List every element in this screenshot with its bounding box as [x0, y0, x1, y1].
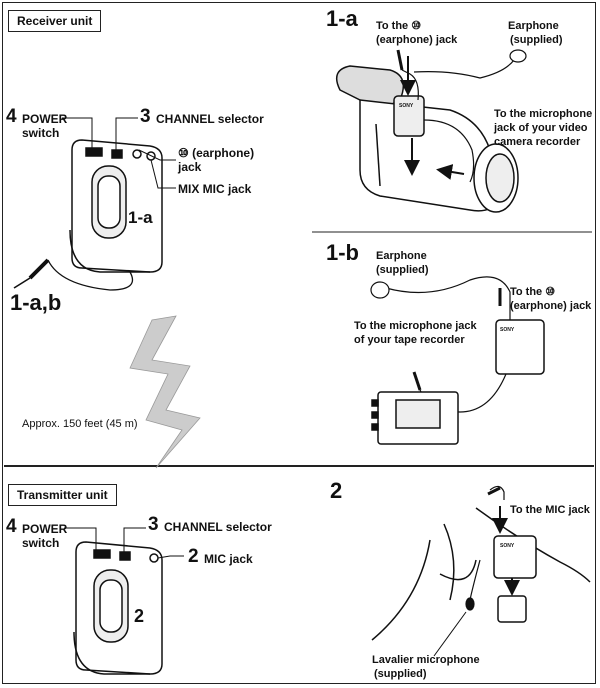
tx-channel-number: 3: [148, 514, 159, 535]
panel-1a-earphone: Earphone: [508, 20, 559, 32]
tx-mic-label: MIC jack: [204, 552, 253, 566]
transmitter-small-drawing: [493, 535, 537, 623]
panel-1b-to-earphone: To the ⑩: [510, 286, 556, 298]
panel-1a-to-earphone: To the ⑩: [376, 20, 422, 32]
panel-1b-to-earphone-2: (earphone) jack: [510, 300, 592, 312]
plug-step-tag: 1-a,b: [10, 290, 62, 315]
panel-1b-earphone-2: (supplied): [376, 264, 429, 276]
distance-label: Approx. 150 feet (45 m): [22, 418, 138, 430]
panel-1a-mic-jack-2: jack of your video: [494, 122, 588, 134]
panel-1b-earphone: Earphone: [376, 250, 427, 262]
radio-signal-icon: [129, 315, 201, 469]
person-drawing: [371, 507, 591, 641]
receiver-unit-drawing: [69, 139, 163, 273]
earphone-jack-label: ⑩ (earphone): [178, 146, 255, 160]
receiver-small-drawing: [495, 319, 545, 375]
channel-number: 3: [140, 106, 151, 127]
mix-mic-label: MIX MIC jack: [178, 182, 252, 196]
panel-1a-heading: 1-a: [326, 6, 358, 31]
tx-power-label-2: switch: [22, 536, 60, 550]
receiver-unit-label: Receiver unit: [8, 10, 102, 32]
earphone-jack-label-2: jack: [178, 160, 202, 174]
panel-2-brand-logo: SONY: [500, 543, 515, 549]
power-label-2: switch: [22, 126, 60, 140]
panel-2-lavalier-2: (supplied): [374, 668, 427, 680]
tx-power-label: POWER: [22, 522, 68, 536]
transmitter-unit-label: Transmitter unit: [8, 484, 117, 506]
video-camera-drawing: [335, 65, 519, 213]
panel-1a-brand-logo: SONY: [399, 103, 414, 109]
panel-1a-earphone-2: (supplied): [510, 34, 563, 46]
tx-power-number: 4: [6, 516, 17, 537]
transmitter-step-tag: 2: [134, 606, 145, 626]
panel-2-lavalier: Lavalier microphone: [372, 654, 480, 666]
panel-1b-tape-jack: To the microphone jack: [354, 320, 477, 332]
tape-recorder-drawing: [371, 391, 459, 445]
panel-1b-brand-logo: SONY: [500, 327, 515, 333]
panel-1a-mic-jack-3: camera recorder: [494, 136, 581, 148]
panel-1b-tape-jack-2: of your tape recorder: [354, 334, 465, 346]
panel-1a-mic-jack: To the microphone: [494, 108, 593, 120]
channel-label: CHANNEL selector: [156, 112, 264, 126]
receiver-step-tag: 1-a: [128, 208, 153, 227]
panel-2-heading: 2: [330, 478, 343, 503]
panel-2-to-mic: To the MIC jack: [510, 504, 590, 516]
transmitter-unit-drawing: [73, 541, 163, 675]
panel-1a-to-earphone-2: (earphone) jack: [376, 34, 458, 46]
panel-1b-heading: 1-b: [326, 240, 359, 265]
tx-mic-number: 2: [188, 546, 199, 567]
power-label: POWER: [22, 112, 68, 126]
tx-channel-label: CHANNEL selector: [164, 520, 272, 534]
power-number: 4: [6, 106, 17, 127]
